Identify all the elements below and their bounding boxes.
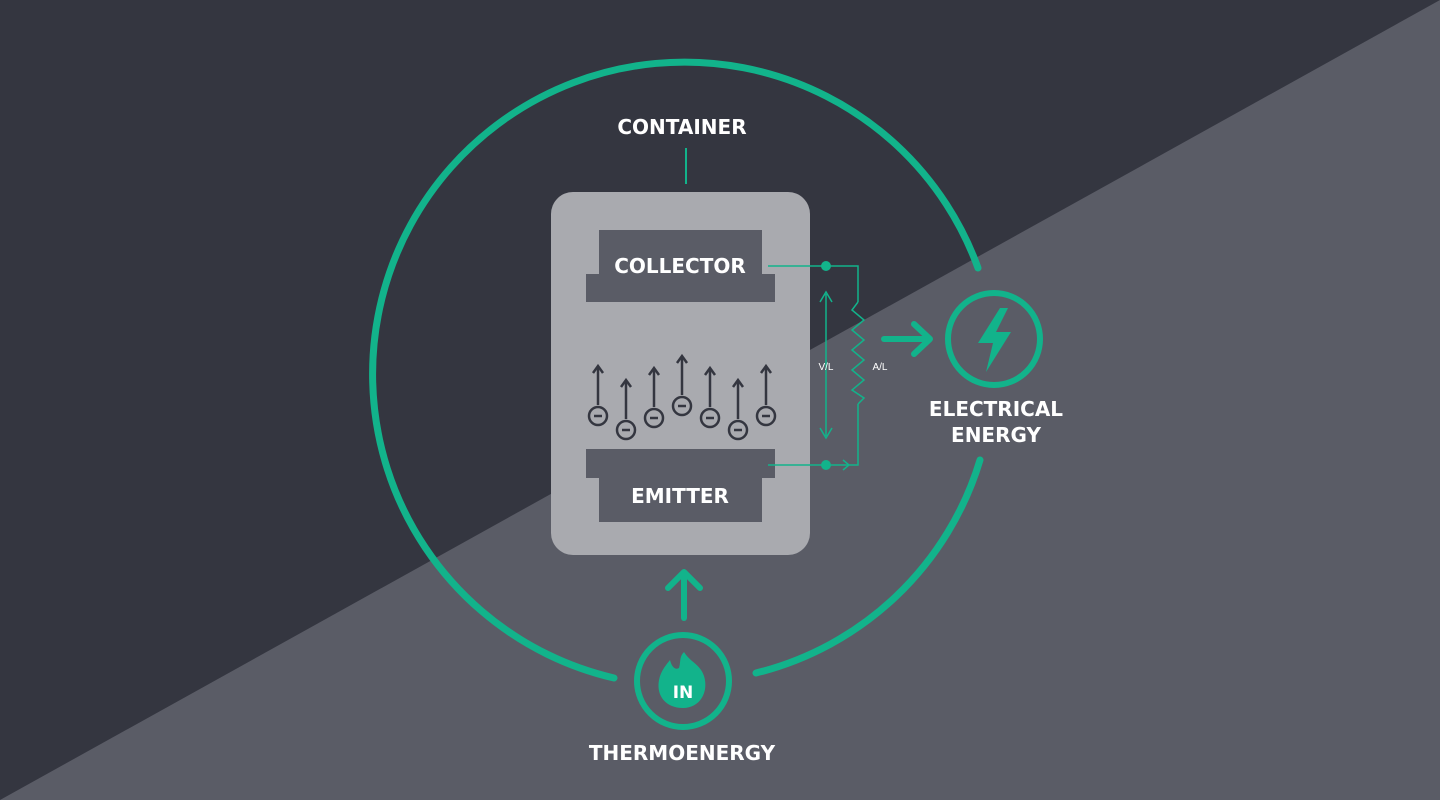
electron-circle [587,405,609,427]
emitter-label: EMITTER [631,484,729,508]
circuit-wire-top [768,265,859,302]
electron-circle [615,419,637,441]
electron-arrow-head [619,377,633,388]
electron-circle [699,407,721,429]
load-resistor [850,301,866,405]
lightning-bolt-icon [978,308,1011,372]
electron-circle [671,395,693,417]
energy-cycle-circle [369,58,984,682]
electron-circle [643,407,665,429]
electrical-label-line2: ENERGY [951,423,1041,447]
electron-arrow-head [675,353,689,364]
input-arrow-head [665,569,703,591]
cycle-arc-main [369,58,982,682]
electron [755,363,777,427]
electrical-energy-badge [945,290,1043,388]
voltage-arrow-up [819,290,833,303]
electron-circle [755,405,777,427]
electron-arrow-head [703,365,717,376]
current-label: A/L [872,362,887,373]
electrical-label-line1: ELECTRICAL [929,397,1063,421]
output-arrow [881,321,933,357]
cycle-arc-right [752,456,984,677]
electron-circle [727,419,749,441]
electron [671,353,693,417]
electron [615,377,637,441]
electron-arrow-head [591,363,605,374]
thermoenergy-badge [634,632,732,730]
output-arrow-head [911,321,933,357]
thermoenergy-label: THERMOENERGY [589,741,776,765]
electron-stream [587,353,777,441]
circuit-wire-bottom [768,404,859,466]
circuit-node-top [821,261,831,271]
collector-plate [586,230,775,302]
emitter-plate [586,449,775,522]
external-circuit: V/L A/L [768,261,888,471]
collector-label: COLLECTOR [614,254,746,278]
container-label: CONTAINER [617,115,746,139]
in-label: IN [673,683,694,703]
voltage-label: V/L [818,362,833,373]
electron [727,377,749,441]
electron [587,363,609,427]
electron [643,365,665,429]
electron [699,365,721,429]
circuit-node-bottom [821,460,831,470]
electron-arrow-head [759,363,773,374]
electron-arrow-head [731,377,745,388]
voltage-arrow-down [819,427,833,440]
flame-icon [658,652,706,708]
current-direction-arrow [842,459,851,471]
input-arrow [665,569,703,621]
electron-arrow-head [647,365,661,376]
